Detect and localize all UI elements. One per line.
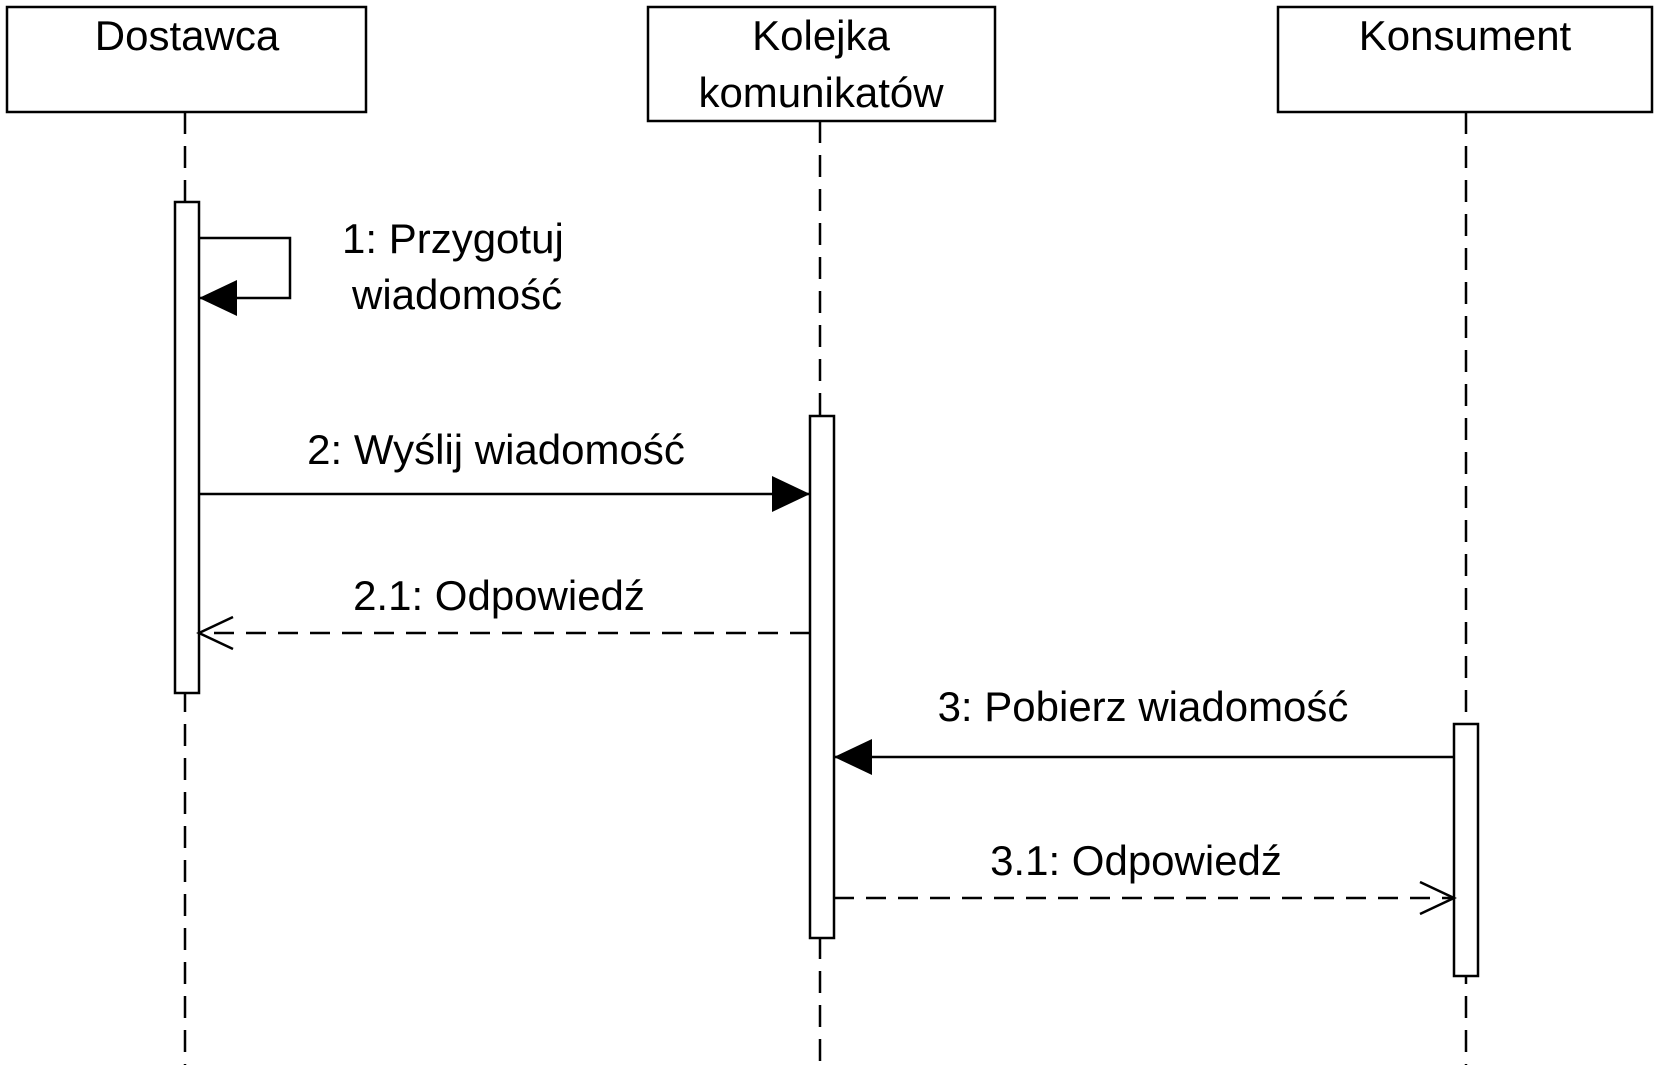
activation-dostawca (173, 200, 201, 695)
message-3: 3: Pobierz wiadomość (834, 683, 1454, 775)
participant-dostawca-label: Dostawca (95, 12, 280, 59)
participant-kolejka: Kolejka komunikatów (646, 5, 997, 123)
message-2-1: 2.1: Odpowiedź (196, 572, 810, 651)
message-3-1-label: 3.1: Odpowiedź (990, 837, 1282, 884)
message-2: 2: Wyślij wiadomość (199, 426, 810, 512)
activation-kolejka (808, 414, 836, 940)
message-2-1-label: 2.1: Odpowiedź (353, 572, 645, 619)
message-3-1: 3.1: Odpowiedź (834, 837, 1457, 916)
message-1-label-line1: 1: Przygotuj (342, 215, 564, 262)
participant-kolejka-label-line1: Kolejka (752, 12, 890, 59)
message-1-self: 1: Przygotuj wiadomość (199, 215, 564, 318)
message-3-label: 3: Pobierz wiadomość (938, 683, 1349, 730)
message-1-label-line2: wiadomość (351, 271, 562, 318)
participant-konsument: Konsument (1276, 5, 1654, 114)
participant-kolejka-label-line2: komunikatów (698, 69, 944, 116)
participant-dostawca: Dostawca (5, 5, 368, 114)
activation-konsument (1452, 722, 1480, 978)
message-1-arrow (199, 236, 292, 316)
participant-konsument-label: Konsument (1359, 12, 1572, 59)
message-2-label: 2: Wyślij wiadomość (307, 426, 685, 473)
